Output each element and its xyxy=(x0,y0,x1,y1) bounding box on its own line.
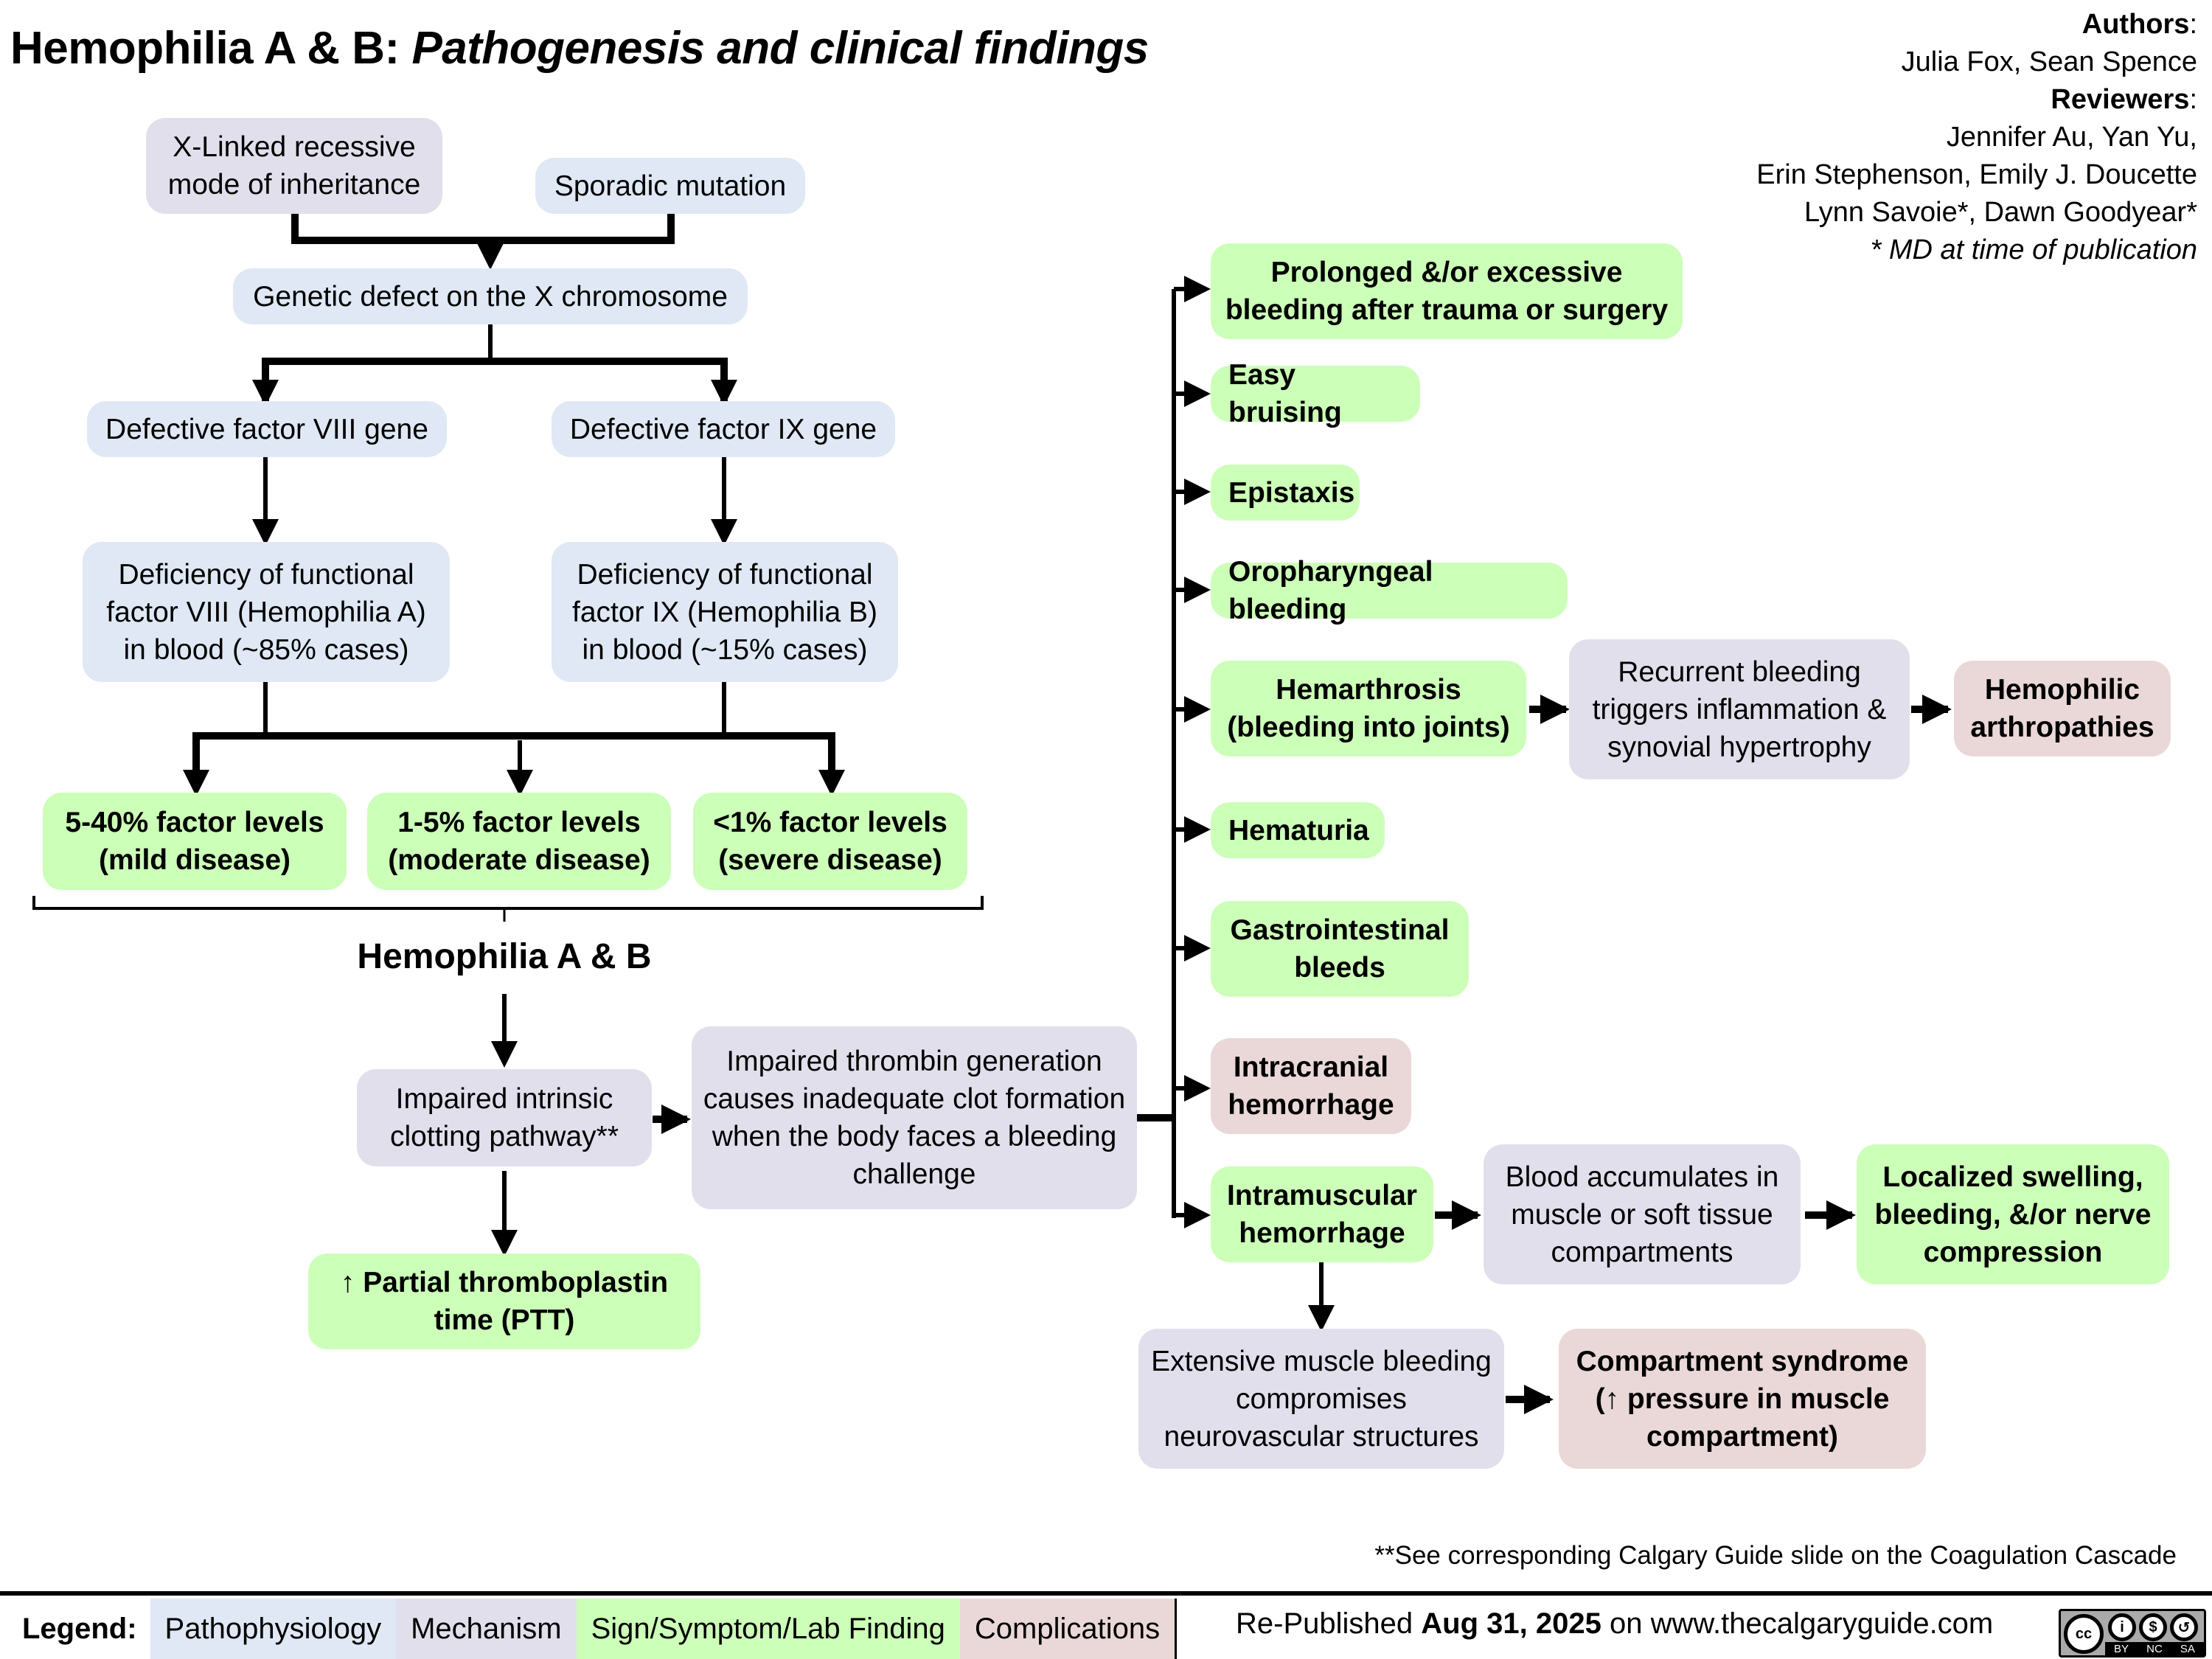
credits: Authors: Julia Fox, Sean Spence Reviewer… xyxy=(1756,6,2197,269)
bracket xyxy=(32,896,984,910)
node-xlinked-inheritance: X-Linked recessive mode of inheritance xyxy=(146,118,442,214)
sharealike-icon: ↺ xyxy=(2170,1613,2198,1641)
node-defective-factor-ix: Defective factor IX gene xyxy=(552,401,895,457)
creative-commons-license-icon[interactable]: cc i $ ↺ BY NC SA xyxy=(2059,1609,2206,1658)
license-term: BY xyxy=(2114,1642,2129,1655)
legend: Legend: Pathophysiology Mechanism Sign/S… xyxy=(0,1599,1178,1659)
legend-complications: Complications xyxy=(959,1599,1175,1659)
node-mild-disease: 5-40% factor levels (mild disease) xyxy=(43,793,347,890)
node-defective-factor-viii: Defective factor VIII gene xyxy=(87,401,447,457)
node-genetic-defect: Genetic defect on the X chromosome xyxy=(233,268,748,324)
title-main: Hemophilia A & B: xyxy=(10,23,400,74)
connector xyxy=(262,358,728,403)
node-hematuria: Hematuria xyxy=(1211,802,1385,858)
reviewers-label: Reviewers xyxy=(2051,84,2190,115)
node-oropharyngeal-bleeding: Oropharyngeal bleeding xyxy=(1211,556,1568,625)
node-blood-accumulates: Blood accumulates in muscle or soft tiss… xyxy=(1484,1144,1801,1284)
node-moderate-disease: 1-5% factor levels (moderate disease) xyxy=(367,793,671,890)
reviewers-line: Jennifer Au, Yan Yu, xyxy=(1946,122,2197,153)
reviewers-line: Lynn Savoie*, Dawn Goodyear* xyxy=(1804,197,2197,228)
published-prefix: Re-Published xyxy=(1236,1607,1413,1640)
connector xyxy=(192,732,835,789)
authors-label: Authors xyxy=(2081,9,2190,40)
node-deficiency-factor-viii: Deficiency of functional factor VIII (He… xyxy=(83,542,450,682)
page-title: Hemophilia A & B: Pathogenesis and clini… xyxy=(10,22,1149,74)
legend-pathophysiology: Pathophysiology xyxy=(150,1599,397,1659)
legend-divider xyxy=(1175,1599,1178,1659)
connector xyxy=(291,212,675,244)
attribution-icon: i xyxy=(2108,1613,2136,1641)
node-gastrointestinal-bleeds: Gastrointestinal bleeds xyxy=(1211,901,1469,997)
node-epistaxis: Epistaxis xyxy=(1211,465,1360,521)
node-hemarthrosis: Hemarthrosis (bleeding into joints) xyxy=(1211,661,1526,757)
authors: Julia Fox, Sean Spence xyxy=(1901,46,2197,77)
license-terms: BY NC SA xyxy=(2105,1642,2204,1655)
node-prolonged-bleeding: Prolonged &/or excessive bleeding after … xyxy=(1211,243,1683,339)
node-extensive-muscle-bleeding: Extensive muscle bleeding compromises ne… xyxy=(1138,1329,1504,1469)
title-subtitle: Pathogenesis and clinical findings xyxy=(411,23,1149,74)
node-deficiency-factor-ix: Deficiency of functional factor IX (Hemo… xyxy=(552,542,898,682)
node-sporadic-mutation: Sporadic mutation xyxy=(535,158,805,214)
noncommercial-icon: $ xyxy=(2139,1613,2167,1641)
node-impaired-thrombin-generation: Impaired thrombin generation causes inad… xyxy=(692,1026,1137,1209)
node-localized-swelling: Localized swelling, bleeding, &/or nerve… xyxy=(1857,1144,2169,1284)
license-term: NC xyxy=(2146,1642,2163,1655)
published-site[interactable]: on www.thecalgaryguide.com xyxy=(1609,1607,1994,1640)
legend-mechanism: Mechanism xyxy=(396,1599,577,1659)
footnote: **See corresponding Calgary Guide slide … xyxy=(1374,1541,2177,1570)
label-hemophilia-ab: Hemophilia A & B xyxy=(357,937,652,976)
legend-title: Legend: xyxy=(22,1612,137,1645)
node-severe-disease: <1% factor levels (severe disease) xyxy=(693,793,967,890)
node-compartment-syndrome: Compartment syndrome (↑ pressure in musc… xyxy=(1559,1329,1926,1469)
node-intramuscular-hemorrhage: Intramuscular hemorrhage xyxy=(1211,1166,1433,1262)
footer-divider xyxy=(0,1591,2212,1596)
node-intracranial-hemorrhage: Intracranial hemorrhage xyxy=(1211,1038,1411,1134)
node-easy-bruising: Easy bruising xyxy=(1211,359,1420,428)
reviewers-line: Erin Stephenson, Emily J. Doucette xyxy=(1756,159,2197,190)
cc-icon: cc xyxy=(2064,1614,2104,1654)
node-hemophilic-arthropathies: Hemophilic arthropathies xyxy=(1954,661,2171,757)
node-elevated-ptt: ↑ Partial thromboplastin time (PTT) xyxy=(308,1253,700,1349)
legend-sign-symptom: Sign/Symptom/Lab Finding xyxy=(576,1599,960,1659)
publication-info: Re-Published Aug 31, 2025 on www.thecalg… xyxy=(1236,1607,1993,1641)
license-term: SA xyxy=(2180,1642,2195,1655)
node-recurrent-bleeding: Recurrent bleeding triggers inflammation… xyxy=(1569,639,1910,779)
published-date: Aug 31, 2025 xyxy=(1421,1607,1601,1640)
md-note: * MD at time of publication xyxy=(1870,234,2197,265)
node-impaired-intrinsic-pathway: Impaired intrinsic clotting pathway** xyxy=(357,1069,652,1166)
